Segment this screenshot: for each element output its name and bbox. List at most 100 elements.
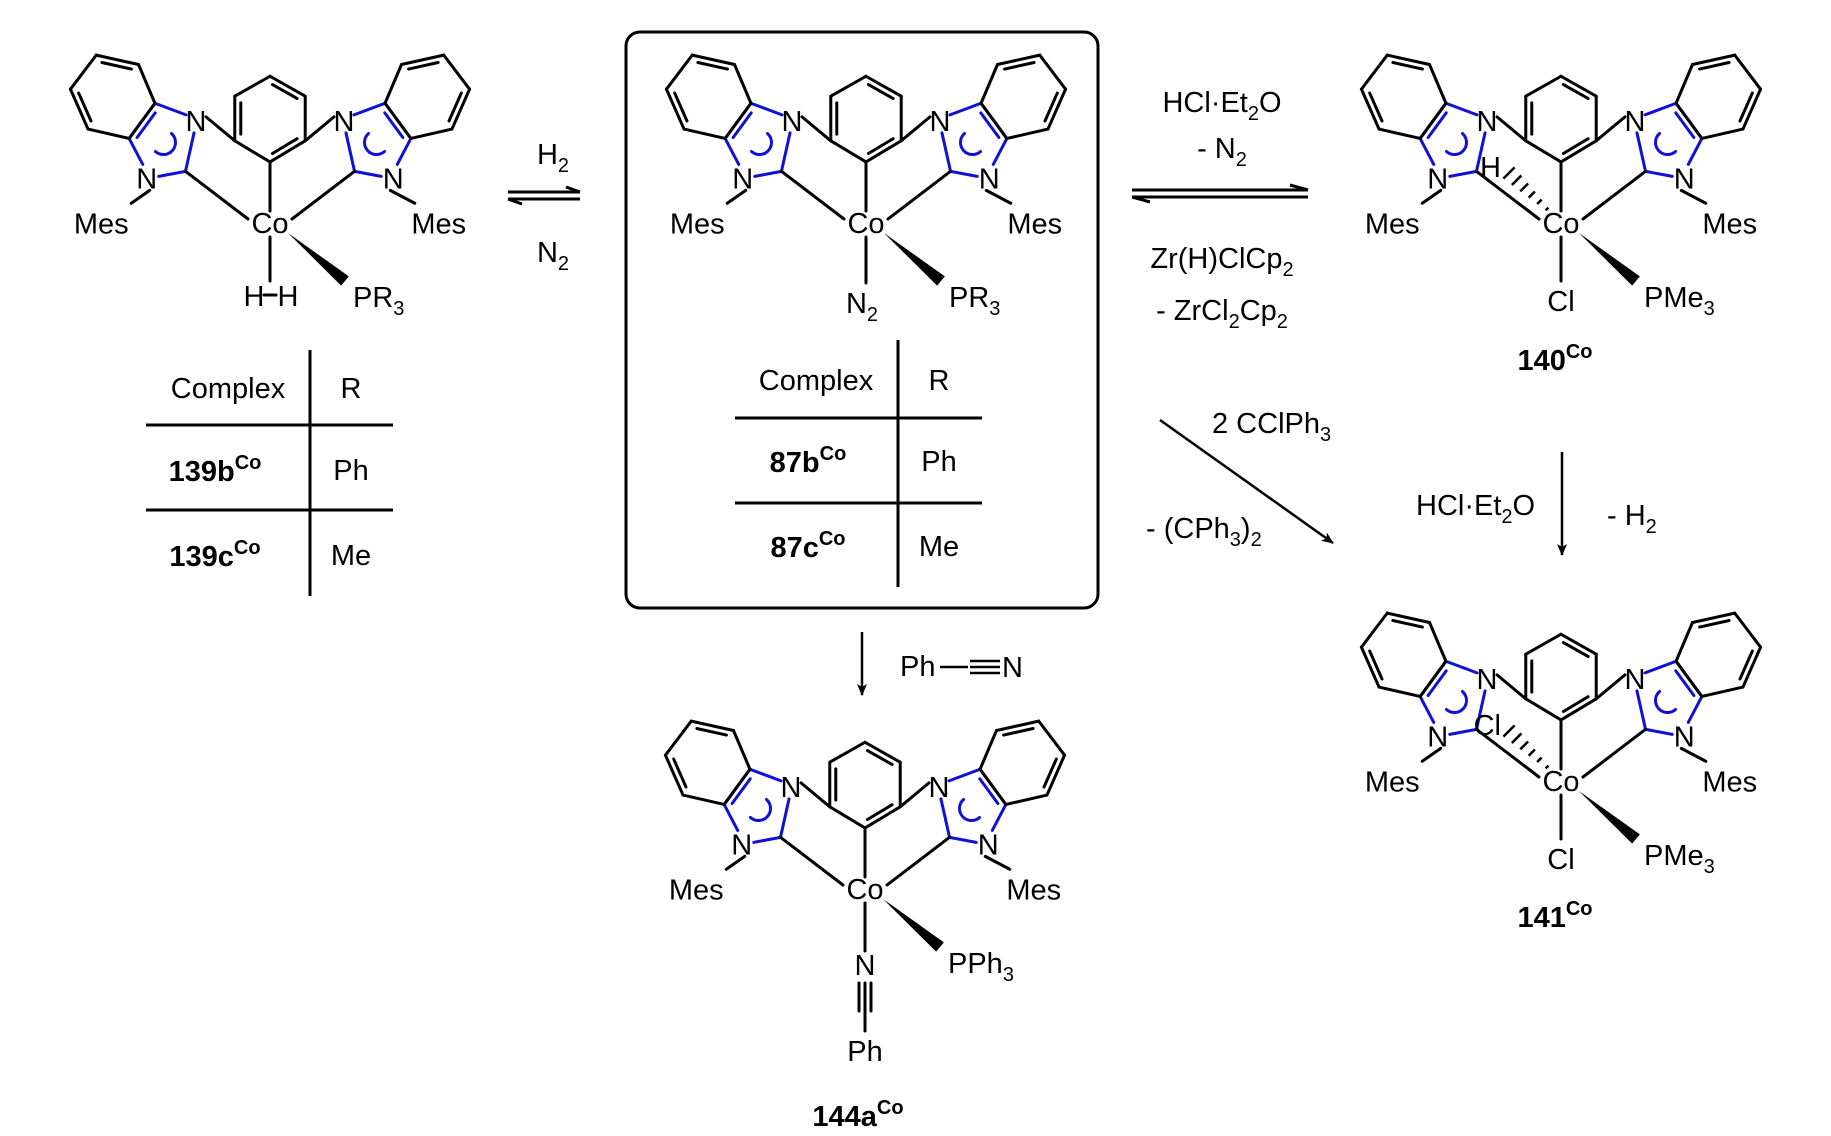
- table-87-row2-id: 87cCo: [770, 528, 845, 564]
- phosphine-label: PR3: [353, 282, 404, 320]
- arrow-hcl-down: HCl·Et2O - H2: [1416, 452, 1657, 556]
- reagent-h2: H2: [537, 139, 569, 177]
- equilibrium-arrow-hcl-zr: HCl·Et2O - N2 Zr(H)ClCp2 - ZrCl2Cp2: [1131, 87, 1309, 333]
- mesityl-label: Mes: [669, 874, 724, 906]
- reagent-cclph3: 2 CClPh3: [1212, 408, 1331, 446]
- wedge-bond: [1579, 233, 1640, 286]
- reagent-n2: N2: [537, 237, 569, 275]
- hydrogen-atom: H: [278, 281, 299, 313]
- cobalt-atom: Co: [251, 208, 288, 240]
- phenyl-label: Ph: [847, 1036, 882, 1068]
- table-87-row2-r: Me: [919, 531, 959, 563]
- reagent-schwartz: Zr(H)ClCp2: [1150, 243, 1293, 281]
- table-139-row2-id: 139cCo: [169, 537, 260, 573]
- nitrogen-atom: N: [1624, 664, 1645, 696]
- table-139-row1-id: 139bCo: [169, 452, 262, 488]
- delocalization-arc: [1444, 131, 1468, 156]
- cobalt-atom: Co: [847, 208, 884, 240]
- label-140: 140Co: [1517, 341, 1592, 377]
- table-139-header-complex: Complex: [171, 373, 286, 405]
- hashed-ligand-label: Cl: [1474, 710, 1501, 742]
- nitrogen-atom: N: [731, 829, 752, 861]
- delocalization-arc: [363, 131, 387, 156]
- equilibrium-arrow-h2-n2: H2 N2: [507, 139, 581, 275]
- nitrogen-atom: N: [1477, 106, 1498, 138]
- nitrogen-atom: N: [1427, 163, 1448, 195]
- nitrile-nitrogen: N: [855, 950, 876, 982]
- mesityl-label: Mes: [1365, 208, 1420, 240]
- byproduct-n2: - N2: [1197, 133, 1247, 171]
- delocalization-arc: [1654, 131, 1678, 156]
- label-141: 141Co: [1517, 898, 1592, 934]
- cobalt-atom: Co: [1542, 766, 1579, 798]
- wedge-bond: [883, 899, 944, 952]
- reagent-ph: Ph: [900, 651, 935, 683]
- phosphine-label: PR3: [949, 282, 1000, 320]
- table-139-header-r: R: [341, 373, 362, 405]
- arrow-benzonitrile: Ph N: [857, 632, 1023, 696]
- starting-material-box: [624, 30, 1100, 610]
- phosphine-label: PMe3: [1644, 840, 1715, 878]
- table-87-header-r: R: [929, 365, 950, 397]
- byproduct-h2: - H2: [1607, 500, 1657, 538]
- nitrogen-atom: N: [928, 772, 949, 804]
- nitrogen-atom: N: [782, 106, 803, 138]
- nitrogen-atom: N: [979, 163, 1000, 195]
- delocalization-arc: [1654, 689, 1678, 714]
- chloride-ligand: Cl: [1547, 844, 1574, 876]
- nitrogen-atom: N: [929, 106, 950, 138]
- mesityl-label: Mes: [74, 208, 129, 240]
- reagent-nitrile-n: N: [1002, 652, 1023, 684]
- arrow-trityl-chloride: 2 CClPh3 - (CPh3)2: [1146, 408, 1334, 551]
- byproduct-cph3-dimer: - (CPh3)2: [1146, 513, 1262, 551]
- mesityl-label: Mes: [1006, 874, 1061, 906]
- nitrogen-atom: N: [136, 163, 157, 195]
- mesityl-label: Mes: [670, 208, 725, 240]
- cobalt-atom: Co: [846, 874, 883, 906]
- delocalization-arc: [153, 131, 177, 156]
- nitrogen-atom: N: [333, 106, 354, 138]
- mesityl-label: Mes: [1702, 766, 1757, 798]
- nitrogen-atom: N: [1477, 664, 1498, 696]
- delocalization-arc: [749, 131, 773, 156]
- nitrogen-atom: N: [1674, 163, 1695, 195]
- mesityl-label: Mes: [1007, 208, 1062, 240]
- table-139-row2-r: Me: [331, 540, 371, 572]
- reagent-hcl-et2o-2: HCl·Et2O: [1416, 490, 1535, 528]
- table-139-row1-r: Ph: [333, 455, 368, 487]
- nitrogen-atom: N: [383, 163, 404, 195]
- nitrogen-atom: N: [186, 106, 207, 138]
- mesityl-label: Mes: [1702, 208, 1757, 240]
- table-87-header-complex: Complex: [759, 365, 874, 397]
- chloride-ligand: Cl: [1547, 286, 1574, 318]
- delocalization-arc: [958, 797, 982, 822]
- delocalization-arc: [1444, 689, 1468, 714]
- cobalt-atom: Co: [1542, 208, 1579, 240]
- delocalization-arc: [959, 131, 983, 156]
- nitrogen-atom: N: [1624, 106, 1645, 138]
- phosphine-label: PMe3: [1644, 282, 1715, 320]
- hydrogen-atom: H: [244, 281, 265, 313]
- phosphine-label: PPh3: [948, 948, 1014, 986]
- table-139: Complex R 139bCo Ph 139cCo Me: [146, 350, 393, 596]
- wedge-bond: [288, 233, 349, 286]
- wedge-bond: [884, 233, 945, 286]
- nitrogen-atom: N: [732, 163, 753, 195]
- mesityl-label: Mes: [1365, 766, 1420, 798]
- reagent-hcl-et2o: HCl·Et2O: [1162, 87, 1281, 125]
- delocalization-arc: [748, 797, 772, 822]
- dinitrogen-ligand: N2: [846, 288, 878, 326]
- nitrogen-atom: N: [781, 772, 802, 804]
- table-87-row1-id: 87bCo: [770, 443, 847, 479]
- wedge-bond: [1579, 791, 1640, 844]
- hashed-ligand-label: H: [1480, 152, 1501, 184]
- table-87-row1-r: Ph: [921, 446, 956, 478]
- nitrogen-atom: N: [1427, 721, 1448, 753]
- nitrogen-atom: N: [978, 829, 999, 861]
- table-87: Complex R 87bCo Ph 87cCo Me: [735, 340, 982, 587]
